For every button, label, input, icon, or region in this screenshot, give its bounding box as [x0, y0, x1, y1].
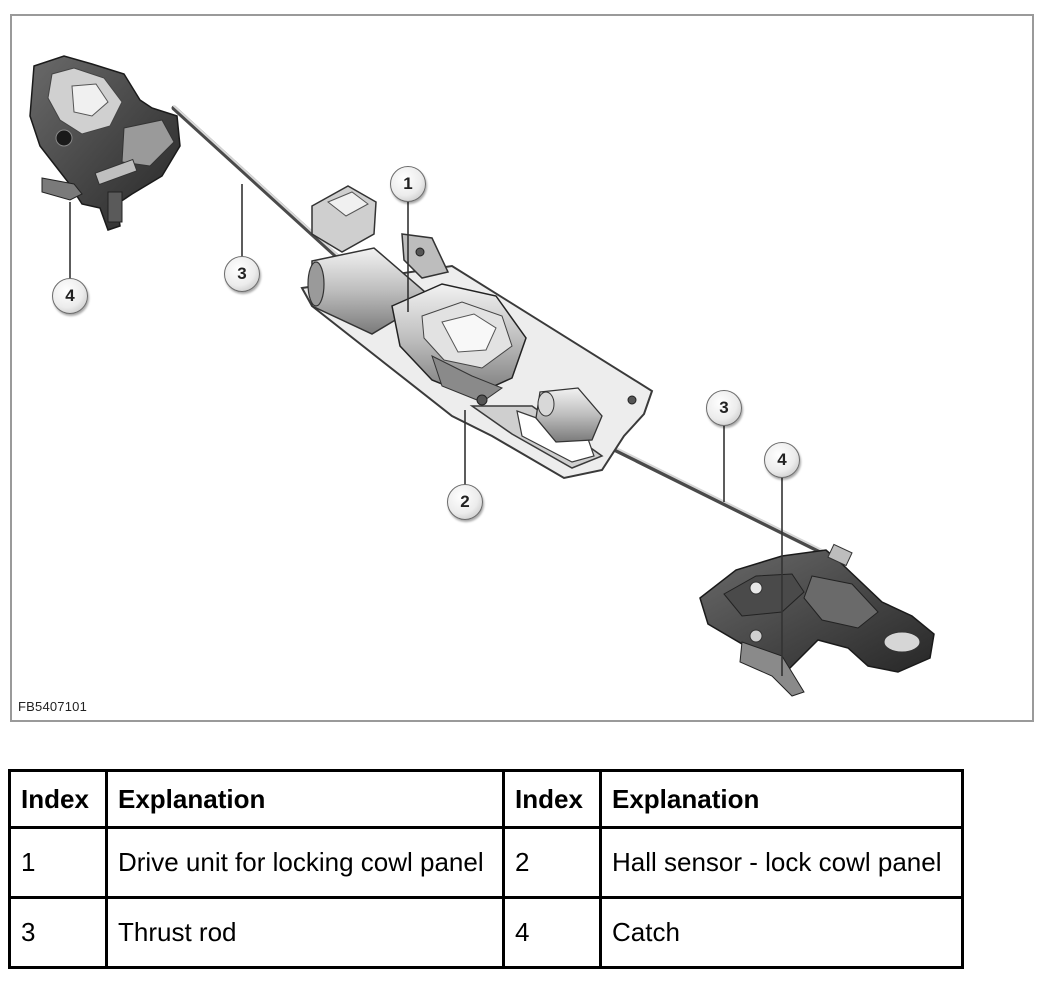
drive-assembly-illustration: [29, 55, 935, 697]
callout-3-right: 3: [706, 390, 742, 426]
explanation-cell: Catch: [599, 896, 964, 969]
callout-3-left: 3: [224, 256, 260, 292]
header-explanation-b: Explanation: [599, 769, 964, 829]
callout-4-right: 4: [764, 442, 800, 478]
index-cell: 1: [8, 826, 108, 899]
drive-unit: [300, 185, 654, 480]
legend-table: Index Explanation Index Explanation 1 Dr…: [8, 769, 964, 969]
callout-4-left: 4: [52, 278, 88, 314]
table-row: 3 Thrust rod 4 Catch: [8, 896, 964, 969]
header-index-a: Index: [8, 769, 108, 829]
legend-header-row: Index Explanation Index Explanation: [8, 769, 964, 829]
header-index-b: Index: [502, 769, 602, 829]
explanation-cell: Drive unit for locking cowl panel: [105, 826, 505, 899]
header-explanation-a: Explanation: [105, 769, 505, 829]
index-cell: 2: [502, 826, 602, 899]
thrust-rod-right: [609, 445, 843, 564]
leader-lines: [69, 184, 783, 676]
diagram-figure: 1 2 3 3 4 4 FB5407101: [10, 14, 1034, 722]
catch-left: [29, 55, 181, 231]
explanation-cell: Thrust rod: [105, 896, 505, 969]
index-cell: 4: [502, 896, 602, 969]
figure-code: FB5407101: [18, 699, 88, 714]
callout-1: 1: [390, 166, 426, 202]
table-row: 1 Drive unit for locking cowl panel 2 Ha…: [8, 826, 964, 899]
explanation-cell: Hall sensor - lock cowl panel: [599, 826, 964, 899]
catch-right: [699, 543, 935, 697]
callout-2: 2: [447, 484, 483, 520]
index-cell: 3: [8, 896, 108, 969]
